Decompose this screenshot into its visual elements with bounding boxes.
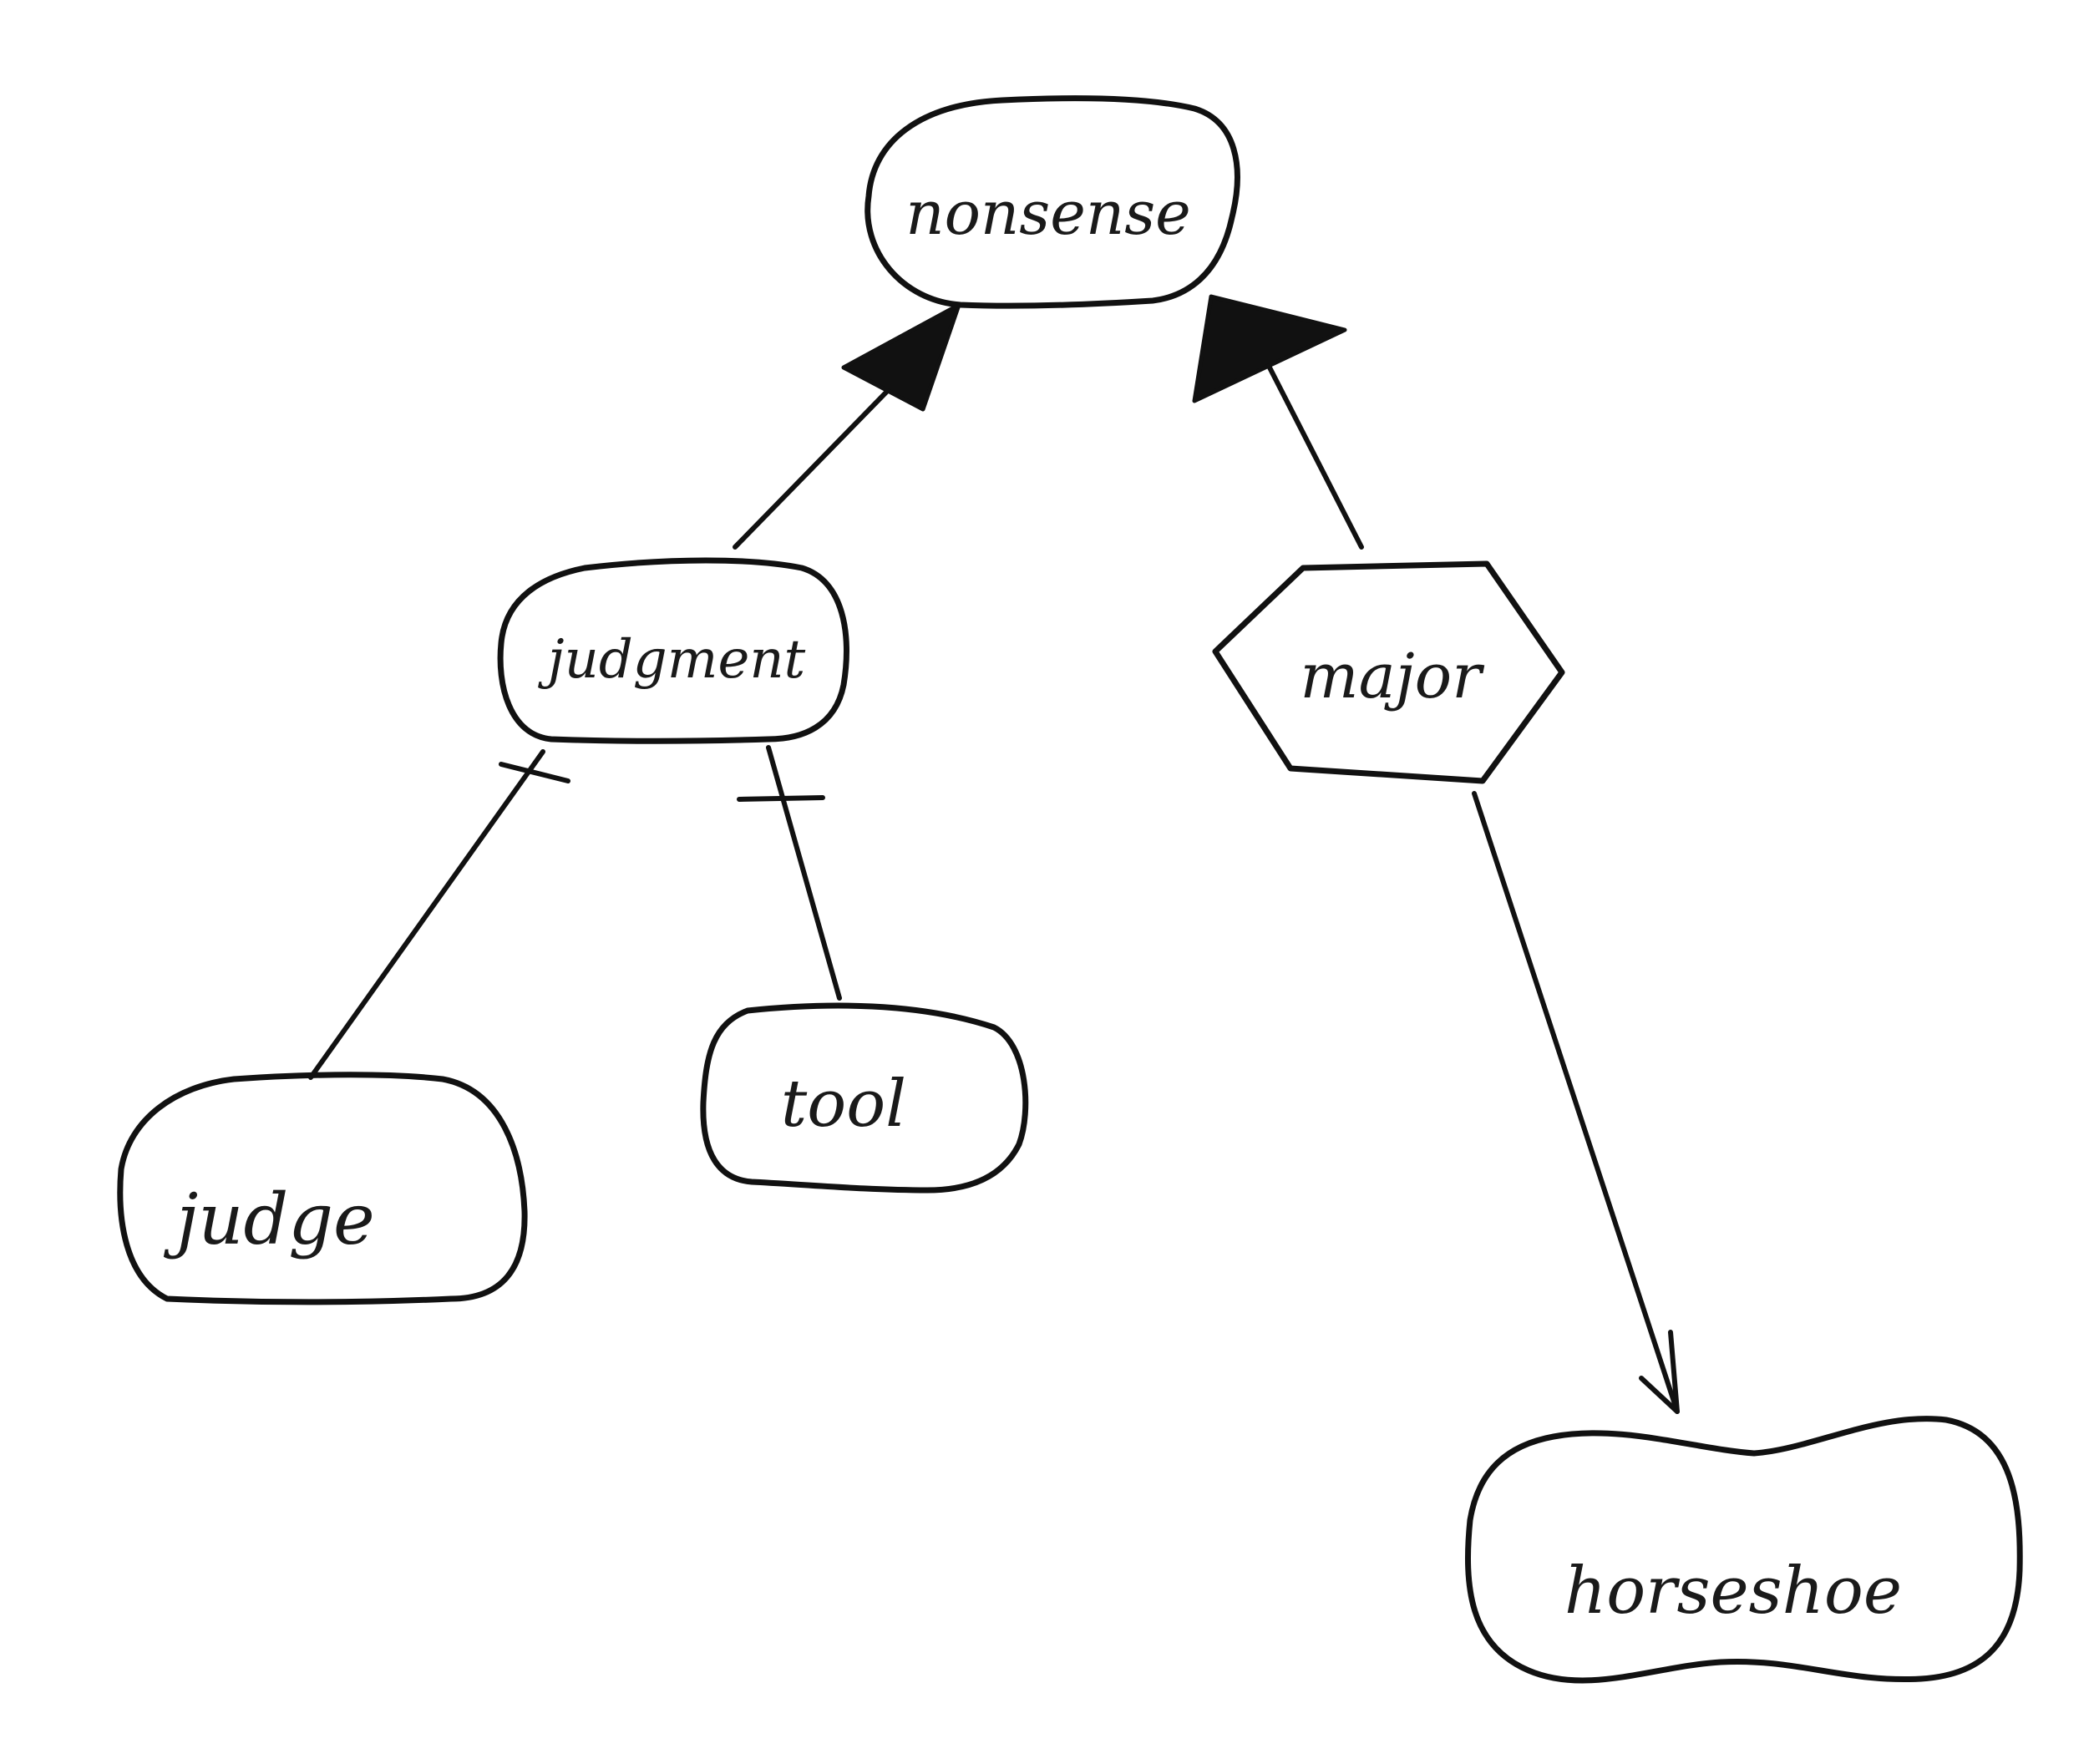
nodes: nonsense judgment major judge tool horse… (117, 95, 2023, 1684)
node-nonsense[interactable]: nonsense (864, 95, 1240, 309)
edge-line (733, 369, 909, 550)
edge-judgment-judge (308, 749, 570, 1080)
blob-node-shape (1464, 1416, 2023, 1684)
bar-end-icon (737, 795, 825, 802)
rounded-node-shape (497, 557, 849, 744)
node-label: horseshoe (1564, 1554, 1902, 1629)
edge-line (1472, 791, 1680, 1414)
hexagon-node-shape (1212, 560, 1565, 784)
edge-line (308, 749, 545, 1080)
filled-arrowhead-icon (841, 302, 961, 412)
edges (308, 294, 1680, 1414)
rounded-node-shape (864, 95, 1240, 309)
open-arrowhead-icon (1639, 1330, 1680, 1414)
node-label: nonsense (905, 178, 1191, 248)
node-tool[interactable]: tool (700, 1002, 1029, 1194)
edge-major-horseshoe (1472, 791, 1680, 1414)
bar-end-icon (499, 762, 570, 783)
edge-major-nonsense (1192, 294, 1364, 550)
node-label: judge (163, 1179, 374, 1260)
node-horseshoe[interactable]: horseshoe (1464, 1416, 2023, 1684)
edge-judgment-tool (737, 745, 842, 1001)
node-label: major (1300, 641, 1485, 712)
node-label: tool (781, 1067, 906, 1142)
node-judgment[interactable]: judgment (497, 557, 849, 744)
edge-line (766, 745, 842, 1001)
node-major[interactable]: major (1212, 560, 1565, 784)
node-judge[interactable]: judge (117, 1072, 528, 1305)
node-label: judgment (538, 629, 806, 691)
edge-judgment-nonsense (733, 302, 961, 550)
rounded-node-shape (700, 1002, 1029, 1194)
edge-line (1267, 365, 1364, 550)
filled-arrowhead-icon (1192, 294, 1347, 403)
rounded-node-shape (117, 1072, 528, 1305)
